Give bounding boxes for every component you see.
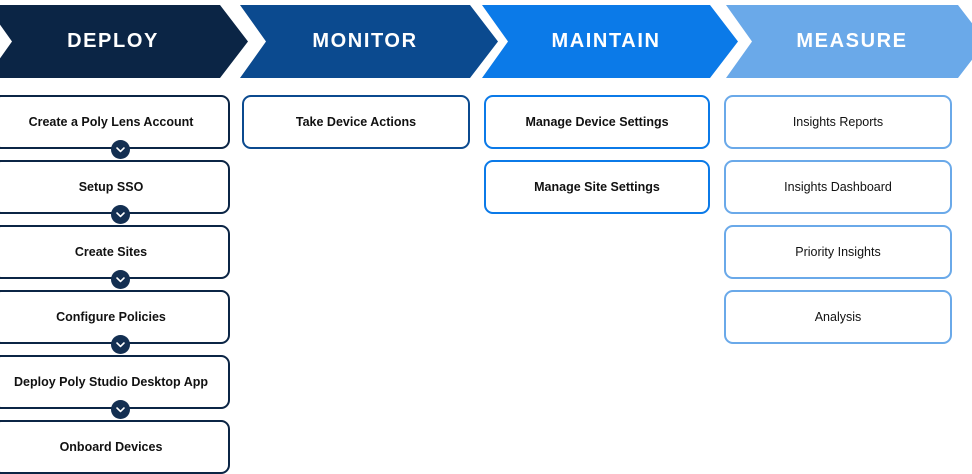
- stage-header-maintain[interactable]: MAINTAIN: [482, 5, 738, 78]
- step-card-label: Insights Reports: [792, 114, 884, 129]
- chevron-down-circle-icon: [110, 334, 130, 354]
- stage-header-measure[interactable]: MEASURE: [726, 5, 972, 78]
- step-card[interactable]: Insights Reports: [724, 95, 952, 149]
- step-card-label: Manage Device Settings: [525, 114, 669, 129]
- step-card-label: Configure Policies: [56, 309, 166, 324]
- stage-header-band: DEPLOY MONITOR MAINTAIN MEASURE: [0, 0, 972, 84]
- stage-header-label-measure: MEASURE: [796, 30, 908, 52]
- chevron-down-circle-icon: [110, 399, 130, 419]
- step-card-label: Setup SSO: [78, 179, 144, 194]
- step-card-label: Analysis: [814, 309, 862, 324]
- step-card-label: Deploy Poly Studio Desktop App: [14, 374, 208, 389]
- chevron-down-circle-icon: [110, 269, 130, 289]
- step-card[interactable]: Priority Insights: [724, 225, 952, 279]
- step-card-label: Manage Site Settings: [534, 179, 660, 194]
- step-card-label: Insights Dashboard: [784, 179, 892, 194]
- step-card[interactable]: Setup SSO: [0, 160, 230, 214]
- step-card[interactable]: Create a Poly Lens Account: [0, 95, 230, 149]
- step-card[interactable]: Deploy Poly Studio Desktop App: [0, 355, 230, 409]
- step-card-label: Take Device Actions: [295, 114, 417, 129]
- step-card[interactable]: Manage Device Settings: [484, 95, 710, 149]
- step-card-label: Create Sites: [74, 244, 148, 259]
- step-card-label: Onboard Devices: [59, 439, 163, 454]
- stage-header-deploy[interactable]: DEPLOY: [0, 5, 248, 78]
- step-card[interactable]: Analysis: [724, 290, 952, 344]
- step-card[interactable]: Onboard Devices: [0, 420, 230, 474]
- step-card-label: Priority Insights: [795, 244, 881, 259]
- stage-header-label-monitor: MONITOR: [312, 30, 418, 52]
- step-card[interactable]: Take Device Actions: [242, 95, 470, 149]
- chevron-down-circle-icon: [110, 139, 130, 159]
- chevron-down-circle-icon: [110, 204, 130, 224]
- stage-header-label-deploy: DEPLOY: [67, 30, 159, 52]
- stage-header-label-maintain: MAINTAIN: [551, 30, 661, 52]
- step-card-label: Create a Poly Lens Account: [28, 114, 194, 129]
- step-card[interactable]: Insights Dashboard: [724, 160, 952, 214]
- step-card[interactable]: Manage Site Settings: [484, 160, 710, 214]
- stage-header-monitor[interactable]: MONITOR: [240, 5, 498, 78]
